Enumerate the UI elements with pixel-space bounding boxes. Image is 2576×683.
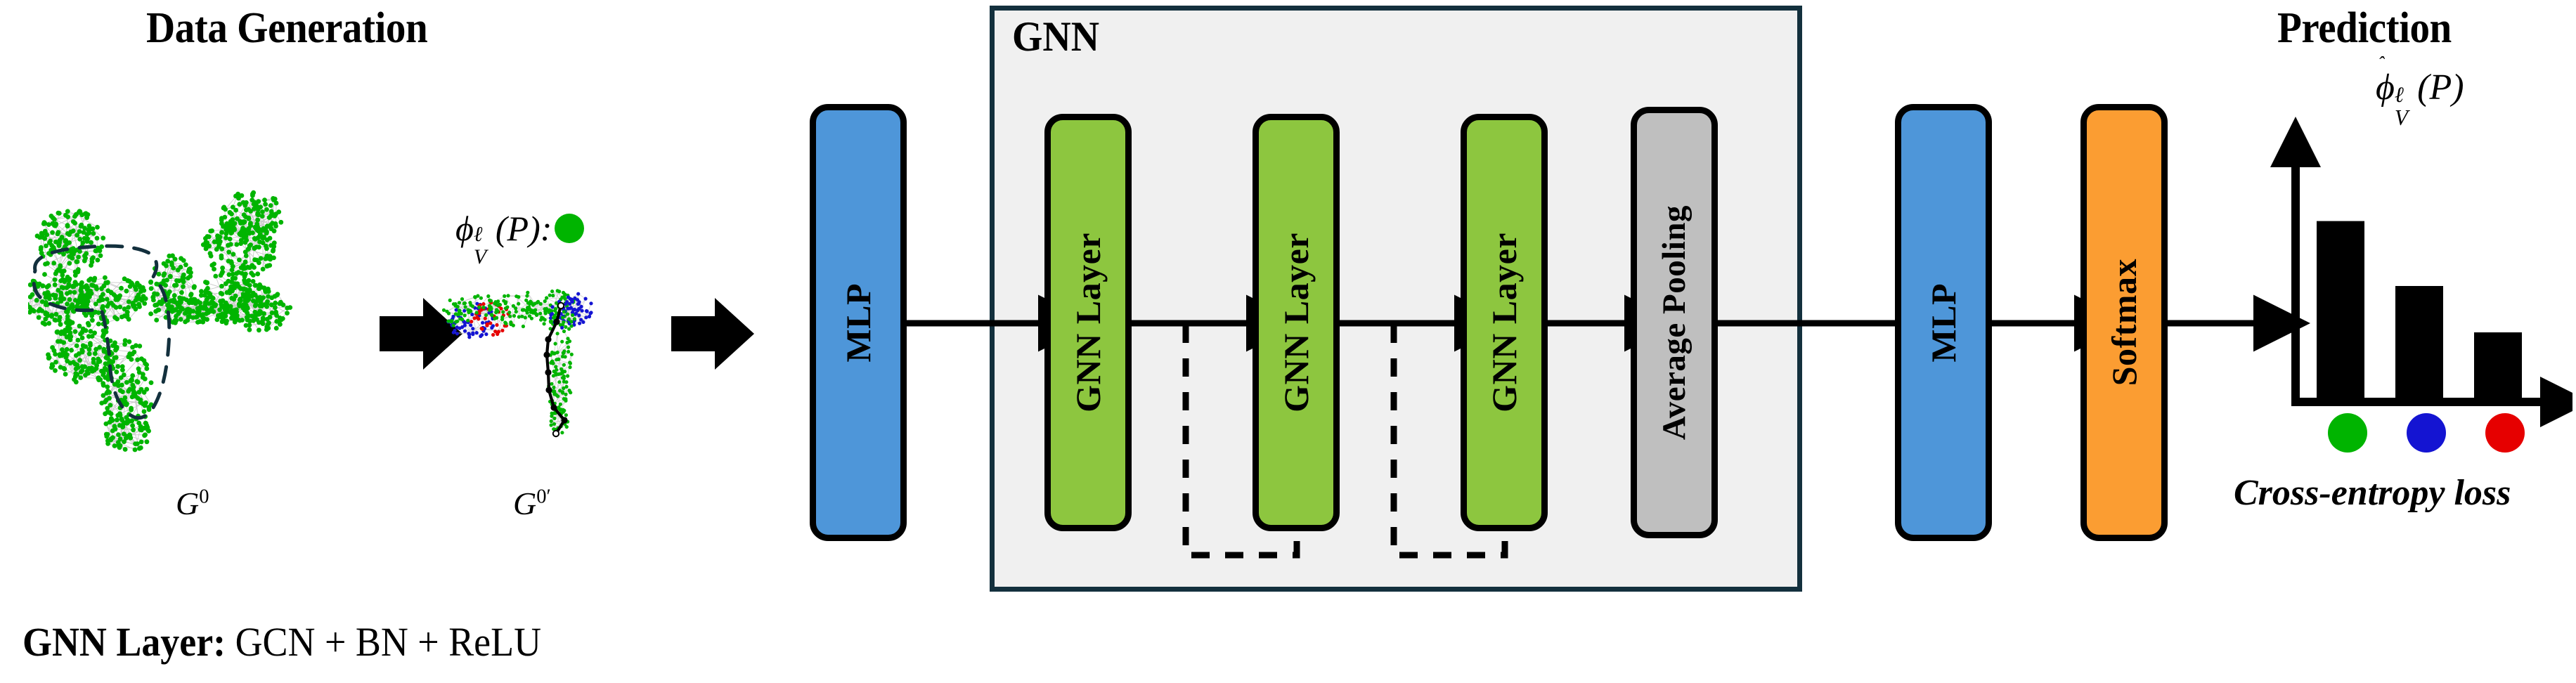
graph-g0-visualization xyxy=(24,176,373,478)
block-arrow-icon xyxy=(380,298,462,370)
chart-bars xyxy=(2317,221,2522,402)
graph-g0-label-superscript: 0 xyxy=(199,486,209,508)
phi-legend-green-dot xyxy=(555,214,585,243)
footnote-rest: GCN + BN + ReLU xyxy=(226,619,542,665)
cross-entropy-loss-label: Cross-entropy loss xyxy=(2234,473,2511,513)
class-dot-blue xyxy=(2407,413,2446,453)
phi-legend-subscript: V xyxy=(473,245,487,268)
prediction-bar-chart xyxy=(2270,84,2576,436)
stage-arrow-1 xyxy=(380,295,464,376)
graph-g0-svg xyxy=(24,190,293,453)
block-gnn-layer-2[interactable]: GNN Layer xyxy=(1253,114,1340,531)
phi-hat-superscript: ℓ xyxy=(2394,82,2404,107)
block-softmax-label: Softmax xyxy=(2104,259,2144,386)
footnote-gnn-layer: GNN Layer: GCN + BN + ReLU xyxy=(22,618,541,665)
block-mlp-2[interactable]: MLP xyxy=(1895,104,1992,541)
graph-g0-highlight-outline xyxy=(32,244,171,420)
block-mlp-1-label: MLP xyxy=(839,282,878,363)
graph-g0prime-svg xyxy=(441,289,593,438)
block-average-pooling-label: Average Pooling xyxy=(1656,204,1692,441)
block-average-pooling[interactable]: Average Pooling xyxy=(1631,107,1718,538)
block-gnn-layer-3-label: GNN Layer xyxy=(1484,233,1524,412)
block-softmax[interactable]: Softmax xyxy=(2080,104,2168,541)
graph-g0prime-highlight-path xyxy=(543,301,568,438)
gnn-container-label: GNN xyxy=(1012,13,1100,60)
prediction-axis-label: ̂ ϕ ℓV(P) xyxy=(2376,67,2464,130)
graph-g0prime-label: G0′ xyxy=(513,485,551,522)
block-gnn-layer-2-label: GNN Layer xyxy=(1276,233,1316,412)
phi-legend-separator: : xyxy=(540,209,552,248)
class-dot-red xyxy=(2485,413,2525,453)
block-gnn-layer-1[interactable]: GNN Layer xyxy=(1044,114,1132,531)
stage-arrow-2 xyxy=(671,295,756,376)
graph-g0-label-text: G xyxy=(176,486,200,521)
page-title-prediction: Prediction xyxy=(2277,4,2452,52)
phi-hat-subscript: V xyxy=(2394,105,2408,131)
footnote-bold-part: GNN Layer: xyxy=(22,619,226,665)
phi-hat-symbol: ϕ xyxy=(2376,67,2395,108)
block-gnn-layer-3[interactable]: GNN Layer xyxy=(1461,114,1548,531)
prediction-chart-svg xyxy=(2270,117,2576,427)
page-title-data-generation: Data Generation xyxy=(146,4,428,52)
class-dot-green xyxy=(2328,413,2367,453)
block-gnn-layer-1-label: GNN Layer xyxy=(1068,233,1108,412)
graph-g0-label: G0 xyxy=(176,485,209,522)
phi-hat-argument: (P) xyxy=(2417,67,2464,108)
block-arrow-icon xyxy=(671,298,754,370)
graph-g0prime-label-superscript: 0′ xyxy=(536,486,551,508)
phi-legend-argument: (P) xyxy=(495,209,541,248)
block-mlp-2-label: MLP xyxy=(1924,282,1963,363)
block-mlp-1[interactable]: MLP xyxy=(810,104,907,541)
graph-g0prime-label-text: G xyxy=(513,486,537,521)
phi-legend-superscript: ℓ xyxy=(473,222,483,246)
graph-g0prime-visualization xyxy=(441,278,652,460)
